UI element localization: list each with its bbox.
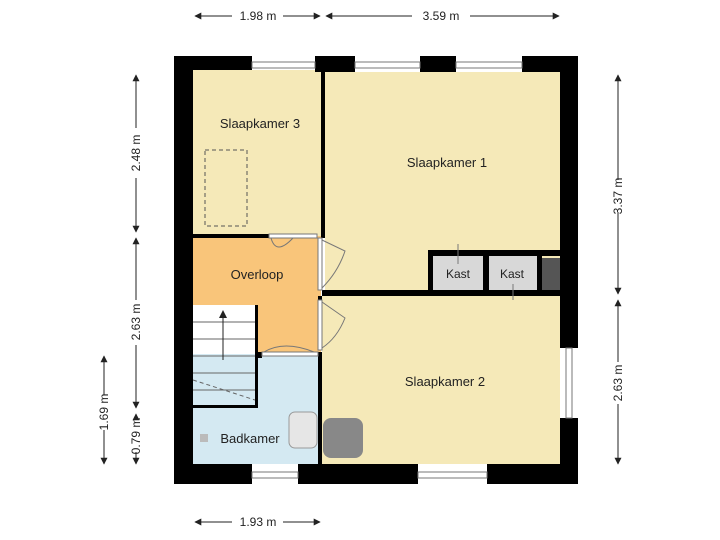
exterior-walls [174,56,578,484]
dimension-lines [100,12,622,526]
dimension-left-outer: 1.69 m [97,394,111,431]
windows [251,61,573,479]
room-label-slaapkamer-3: Slaapkamer 3 [220,116,300,131]
staircase [192,310,256,401]
slaapkamer-3-floor [193,70,321,236]
closet-dark [542,258,560,290]
dimension-right-lower: 2.63 m [611,365,625,402]
room-label-overloop: Overloop [231,267,284,282]
dimension-left-middle: 2.63 m [129,304,143,341]
washing-machine [288,411,318,449]
room-label-kast-left: Kast [446,267,471,281]
water-boiler [323,418,363,458]
room-label-badkamer: Badkamer [220,431,280,446]
dimension-right-upper: 3.37 m [611,178,625,215]
dimension-left-upper: 2.48 m [129,135,143,172]
dimension-top-right: 3.59 m [423,9,460,23]
dimension-left-lower: 0.79 m [129,418,143,455]
room-label-kast-right: Kast [500,267,525,281]
interior-walls [193,70,560,464]
dimension-top-left: 1.98 m [240,9,277,23]
room-label-slaapkamer-2: Slaapkamer 2 [405,374,485,389]
tap-icon [200,434,208,442]
dimension-bottom: 1.93 m [240,515,277,529]
skylight [204,149,248,227]
room-label-slaapkamer-1: Slaapkamer 1 [407,155,487,170]
doors [261,233,514,357]
